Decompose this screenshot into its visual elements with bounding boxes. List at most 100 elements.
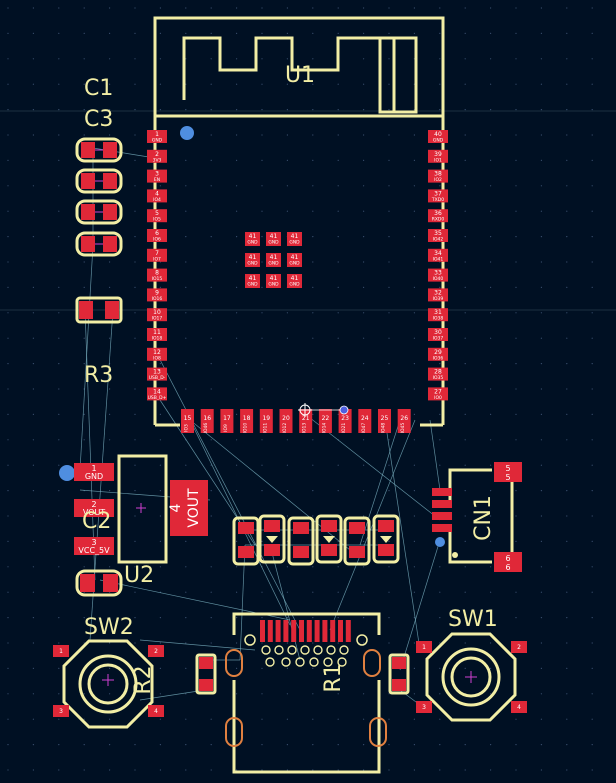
usb-via-hole	[339, 645, 349, 655]
svg-text:GND: GND	[247, 261, 258, 267]
svg-text:25: 25	[381, 415, 389, 422]
svg-text:IO35: IO35	[433, 375, 444, 381]
r2-reference: R2	[131, 665, 156, 694]
cn1-connector[interactable]: CN1 5 5 6 6	[432, 462, 522, 572]
svg-text:RXD0: RXD0	[432, 217, 445, 223]
c3-reference: C3	[84, 107, 113, 132]
svg-text:3: 3	[422, 704, 426, 711]
svg-text:IO47: IO47	[361, 423, 367, 434]
middle-part-4[interactable]	[315, 514, 343, 564]
svg-text:GND: GND	[433, 138, 444, 144]
usb-side-resistors[interactable]	[195, 653, 410, 695]
capacitor-group-left[interactable]: C1 C3	[75, 76, 123, 257]
svg-text:29: 29	[434, 349, 442, 356]
svg-text:41: 41	[270, 254, 278, 261]
svg-text:41: 41	[291, 254, 299, 261]
usb-shield-tab-left-bottom	[225, 717, 243, 747]
svg-text:18: 18	[243, 415, 251, 422]
sw1-button[interactable]: SW1 1 2 3 4	[416, 607, 527, 722]
svg-text:31: 31	[434, 309, 442, 316]
svg-text:36: 36	[434, 210, 442, 217]
pin1-marker-via	[180, 126, 194, 140]
capacitor-1[interactable]	[75, 137, 123, 163]
usb-via-hole	[326, 645, 336, 655]
svg-text:6: 6	[505, 554, 510, 563]
middle-part-5[interactable]	[343, 516, 371, 566]
r3-reference: R3	[84, 363, 113, 388]
middle-part-2[interactable]	[258, 514, 286, 564]
svg-text:IO3: IO3	[184, 424, 190, 432]
svg-text:2: 2	[91, 500, 96, 509]
usb-contact-pad	[299, 620, 304, 642]
svg-text:22: 22	[322, 415, 330, 422]
svg-text:IO40: IO40	[433, 276, 444, 282]
protection-diode-row[interactable]	[232, 514, 400, 566]
switch-pad-3: 3	[53, 705, 69, 717]
switch-pad-2: 2	[511, 641, 527, 653]
c2-capacitor[interactable]	[75, 569, 123, 597]
usb-contact-pad	[275, 620, 281, 642]
svg-text:4: 4	[154, 708, 158, 715]
sw1-reference: SW1	[448, 607, 498, 632]
svg-text:USB_D-: USB_D-	[149, 375, 166, 381]
svg-text:3V3: 3V3	[153, 157, 162, 163]
svg-text:3: 3	[91, 538, 96, 547]
svg-text:12: 12	[153, 349, 161, 356]
usb-contact-pad	[338, 620, 343, 642]
usb-c-connector[interactable]: R1	[225, 612, 387, 774]
svg-text:1: 1	[59, 648, 63, 655]
svg-text:GND: GND	[247, 240, 258, 246]
svg-text:1: 1	[422, 644, 426, 651]
middle-part-1[interactable]	[232, 516, 260, 566]
middle-part-6[interactable]	[372, 514, 400, 564]
svg-text:5: 5	[155, 210, 159, 217]
svg-text:IO9: IO9	[223, 424, 229, 432]
svg-text:IO37: IO37	[433, 336, 444, 342]
svg-text:IO41: IO41	[433, 256, 444, 262]
svg-text:4: 4	[168, 503, 184, 512]
svg-text:3: 3	[155, 171, 159, 178]
svg-text:GND: GND	[85, 472, 103, 481]
capacitor-3[interactable]	[75, 199, 123, 225]
usb-via-hole	[309, 657, 319, 667]
svg-text:24: 24	[361, 415, 369, 422]
usb-contact-pad	[314, 620, 320, 642]
svg-text:IO46: IO46	[203, 423, 209, 434]
capacitor-2[interactable]	[75, 168, 123, 194]
svg-text:GND: GND	[268, 282, 279, 288]
svg-text:IO42: IO42	[433, 237, 444, 243]
svg-text:7: 7	[155, 250, 159, 257]
usb-contact-pad	[322, 620, 328, 642]
svg-text:IO6: IO6	[153, 237, 161, 243]
svg-text:41: 41	[270, 275, 278, 282]
svg-text:USB_D+: USB_D+	[148, 395, 167, 401]
capacitor-4[interactable]	[75, 231, 123, 257]
u1-module[interactable]: U1 1GND23V33EN4IO45IO56IO67IO78IO159IO16…	[147, 16, 448, 434]
middle-part-3[interactable]	[287, 516, 315, 566]
svg-text:27: 27	[434, 388, 442, 395]
svg-text:IO4: IO4	[153, 197, 161, 203]
r3-resistor[interactable]: R3	[75, 296, 123, 388]
svg-text:3: 3	[59, 708, 63, 715]
usb-contact-pad	[260, 620, 265, 642]
svg-text:4: 4	[517, 704, 521, 711]
switch-pad-3: 3	[416, 701, 432, 713]
